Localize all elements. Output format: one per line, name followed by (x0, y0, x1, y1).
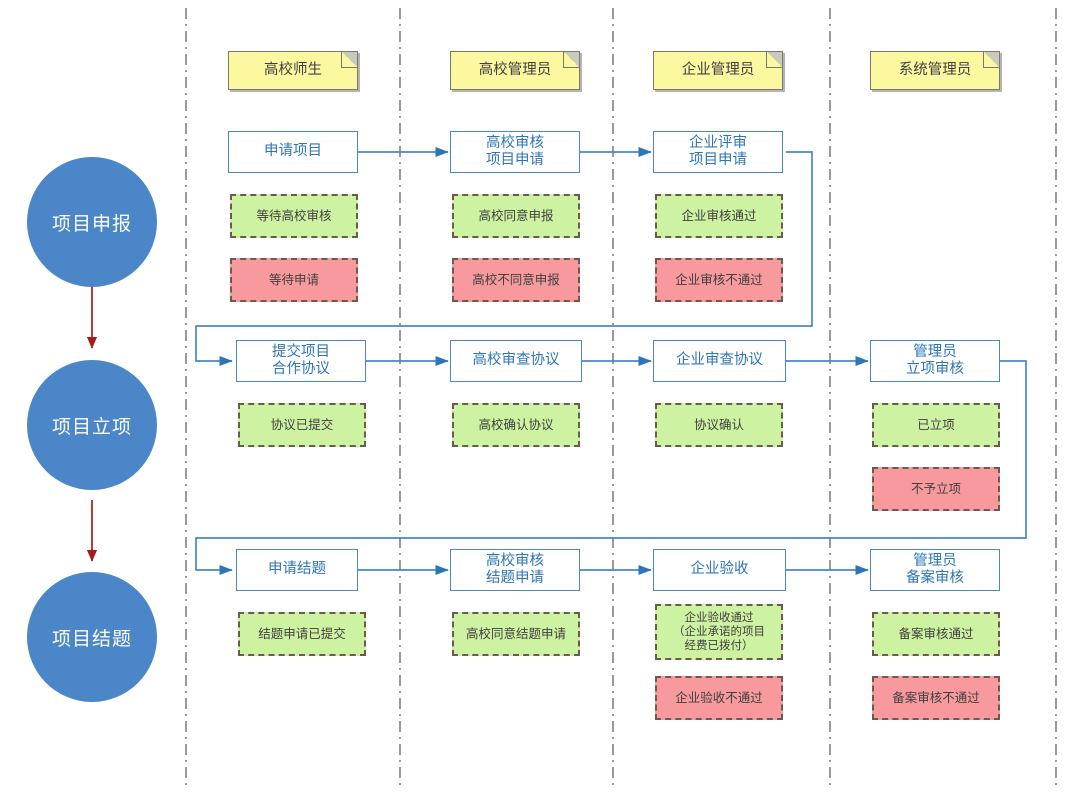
status-label: 企业验收通过 （企业承诺的项目 经费已拨付） (673, 611, 765, 652)
status-chip-school-rejects-application[interactable]: 高校不同意申报 (452, 258, 580, 302)
process-label: 提交项目 合作协议 (272, 343, 330, 377)
process-box-submit-agreement[interactable]: 提交项目 合作协议 (236, 340, 366, 382)
note-fold-icon (983, 52, 999, 68)
process-label: 申请项目 (264, 143, 322, 160)
status-label: 等待高校审核 (256, 208, 332, 223)
lane-header-2[interactable]: 企业管理员 (653, 51, 783, 90)
stage-circle-label: 项目结题 (51, 628, 132, 650)
process-box-company-check-agreement[interactable]: 企业审查协议 (653, 340, 786, 382)
status-chip-school-agrees-closure[interactable]: 高校同意结题申请 (452, 612, 580, 656)
status-label: 高校同意申报 (478, 208, 554, 223)
process-box-admin-project-approval[interactable]: 管理员 立项审核 (870, 340, 1000, 382)
status-label: 备案审核通过 (898, 626, 974, 641)
row1-connectors (195, 146, 813, 367)
process-label: 申请结题 (268, 561, 326, 578)
lane-header-label: 系统管理员 (898, 61, 972, 78)
status-chip-company-review-passed[interactable]: 企业审核通过 (655, 194, 783, 238)
note-fold-icon (563, 52, 579, 68)
stage-circle-label: 项目申报 (51, 213, 132, 235)
stage-circle-0[interactable]: 项目申报 (27, 157, 157, 287)
status-label: 等待申请 (268, 272, 319, 287)
process-box-apply-closure[interactable]: 申请结题 (236, 549, 358, 591)
status-label: 企业审核不通过 (675, 272, 763, 287)
lane-header-1[interactable]: 高校管理员 (450, 51, 580, 90)
status-label: 不予立项 (910, 481, 961, 496)
status-chip-company-review-failed[interactable]: 企业审核不通过 (655, 258, 783, 302)
status-chip-waiting-application[interactable]: 等待申请 (230, 258, 358, 302)
process-label: 高校审核 结题申请 (486, 552, 544, 586)
status-chip-project-not-approved[interactable]: 不予立项 (872, 467, 1000, 511)
lane-dividers (185, 8, 1057, 790)
process-label: 企业审查协议 (676, 352, 763, 369)
status-chip-waiting-school-review[interactable]: 等待高校审核 (230, 194, 358, 238)
note-fold-icon (341, 52, 357, 68)
lane-header-label: 高校管理员 (478, 61, 552, 78)
stage-circle-1[interactable]: 项目立项 (27, 360, 157, 490)
process-box-admin-record-review[interactable]: 管理员 备案审核 (870, 549, 1000, 591)
status-chip-closure-application-submitted[interactable]: 结题申请已提交 (238, 612, 366, 656)
lane-header-0[interactable]: 高校师生 (228, 51, 358, 90)
status-chip-school-agrees-application[interactable]: 高校同意申报 (452, 194, 580, 238)
process-label: 企业评审 项目申请 (689, 134, 747, 168)
status-label: 企业审核通过 (681, 208, 757, 223)
process-label: 高校审查协议 (472, 352, 560, 369)
arrow-admin-approval-to-stage3 (195, 360, 1027, 576)
status-chip-project-approved[interactable]: 已立项 (872, 403, 1000, 447)
status-chip-record-review-passed[interactable]: 备案审核通过 (872, 612, 1000, 656)
status-chip-school-confirms-agreement[interactable]: 高校确认协议 (452, 403, 580, 447)
note-fold-icon (766, 52, 782, 68)
status-label: 高校确认协议 (478, 417, 554, 432)
process-label: 企业验收 (690, 561, 749, 578)
status-chip-company-acceptance-failed[interactable]: 企业验收不通过 (655, 676, 783, 720)
lane-header-label: 高校师生 (264, 61, 322, 78)
status-label: 高校同意结题申请 (465, 626, 566, 641)
process-box-school-review-application[interactable]: 高校审核 项目申请 (450, 131, 580, 173)
stage-circle-label: 项目立项 (51, 416, 132, 438)
status-label: 已立项 (917, 417, 955, 432)
status-chip-record-review-failed[interactable]: 备案审核不通过 (872, 676, 1000, 720)
status-chip-agreement-confirmed[interactable]: 协议确认 (655, 403, 783, 447)
row2-connectors (195, 355, 1027, 576)
process-box-company-review-application[interactable]: 企业评审 项目申请 (653, 131, 783, 173)
status-label: 协议已提交 (270, 417, 334, 432)
process-box-apply-project[interactable]: 申请项目 (228, 131, 358, 173)
status-chip-company-acceptance-passed[interactable]: 企业验收通过 （企业承诺的项目 经费已拨付） (655, 604, 783, 660)
process-box-school-check-agreement[interactable]: 高校审查协议 (450, 340, 582, 382)
process-box-company-acceptance[interactable]: 企业验收 (653, 549, 786, 591)
lane-header-label: 企业管理员 (681, 61, 755, 78)
process-label: 管理员 立项审核 (906, 343, 964, 377)
status-label: 协议确认 (693, 417, 744, 432)
status-chip-agreement-submitted[interactable]: 协议已提交 (238, 403, 366, 447)
status-label: 备案审核不通过 (892, 690, 980, 705)
process-label: 高校审核 项目申请 (486, 134, 544, 168)
lane-header-3[interactable]: 系统管理员 (870, 51, 1000, 90)
process-label: 管理员 备案审核 (906, 552, 964, 586)
status-label: 结题申请已提交 (258, 626, 346, 641)
stage-circle-2[interactable]: 项目结题 (27, 572, 157, 702)
status-label: 高校不同意申报 (472, 272, 560, 287)
arrow-company-review-to-stage2 (195, 151, 813, 367)
process-box-school-review-closure[interactable]: 高校审核 结题申请 (450, 549, 580, 591)
status-label: 企业验收不通过 (675, 690, 763, 705)
